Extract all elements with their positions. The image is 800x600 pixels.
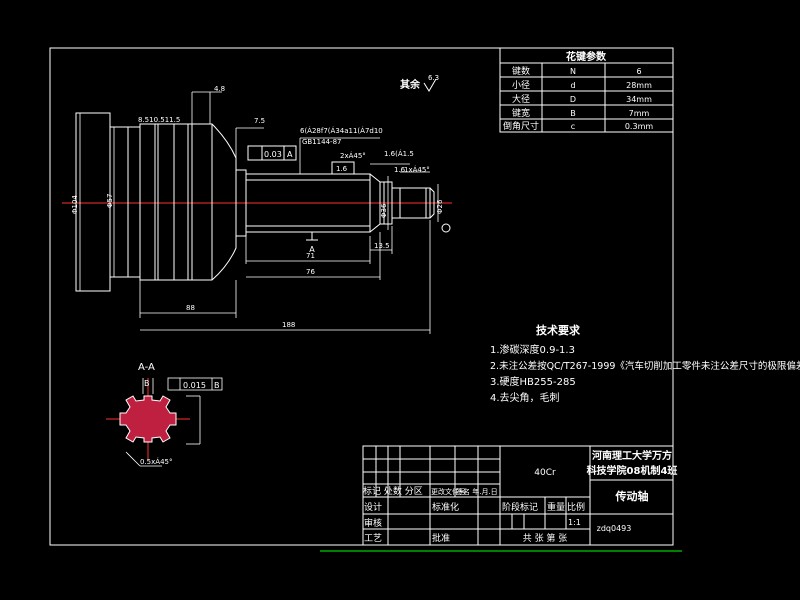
tech-req-item: 4.去尖角，毛刺 (490, 391, 560, 404)
datum-a-marker (306, 161, 451, 241)
reviewer-label: 审核 (364, 517, 382, 529)
section-dims (125, 377, 223, 467)
sheets-label: 共 张 第 张 (523, 532, 568, 544)
dim-13-5: 13.5 (374, 242, 390, 250)
approve-label: 批准 (432, 532, 450, 544)
tech-req-item: 3.硬度HB255-285 (490, 375, 576, 388)
section-tol-ref: B (214, 381, 220, 390)
dim-phi104: Φ104 (71, 195, 79, 214)
shaft-outline (75, 112, 435, 292)
datum-a-label: A (309, 245, 315, 254)
tolerance-value-main: 0.03 (264, 150, 282, 159)
dim-spline-code: 6(Á28f7(Á34a11(Á7d10 (300, 126, 383, 135)
dim-71: 71 (306, 252, 315, 260)
dim-1-6-b: 1.6(Á1.5 (384, 149, 414, 158)
stage-label: 阶段标记 (502, 501, 538, 513)
roughness-note: 其余 (400, 78, 421, 91)
param-name: 小径 (512, 79, 530, 91)
param-symbol: d (570, 81, 575, 90)
tolerance-frame-main (247, 145, 297, 161)
params-table-rows: 键数 N 6 小径 d 28mm 大径 D 34mm 键宽 B 7mm 倒角尺寸… (503, 65, 653, 132)
dim-ra-1-6-a: 1.6 (336, 165, 348, 173)
school-line2: 科技学院08机制4班 (587, 464, 678, 477)
param-symbol: N (570, 67, 576, 76)
param-value: 34mm (626, 95, 652, 104)
dim-phi57: Φ57 (106, 194, 114, 208)
param-name: 倒角尺寸 (503, 120, 539, 132)
sign-date-label: 签名 年.月.日 (456, 487, 498, 496)
title-block (362, 445, 674, 546)
section-chamfer: 0.5xÁ45° (140, 457, 172, 466)
dimension-texts: 4.8 7.5 Φ104 Φ57 8.510.511.5 6(Á28f7(Á34… (71, 85, 444, 329)
dim-88: 88 (186, 304, 195, 312)
param-value: 6 (636, 67, 641, 76)
dim-chamfer-a: 2xÁ45° (340, 151, 366, 160)
dim-chamfer-b: 1xÁ45° (404, 165, 430, 174)
param-symbol: c (571, 122, 575, 131)
dim-phi36: Φ36 (380, 203, 388, 218)
drawing-frame (49, 47, 674, 546)
tech-req-title: 技术要求 (536, 323, 581, 337)
row-labels: 标记 处数 分区 (363, 485, 423, 497)
section-tol-value: 0.015 (183, 381, 206, 390)
param-name: 键数 (512, 65, 530, 77)
param-symbol: D (570, 95, 576, 104)
dim-gb-standard: GB1144-87 (302, 138, 341, 146)
dim-phi26: Φ26 (436, 199, 444, 214)
param-value: 28mm (626, 81, 652, 90)
dim-spline-widths: 8.510.511.5 (138, 116, 180, 124)
param-name: 大径 (512, 93, 530, 105)
dim-76: 76 (306, 268, 315, 276)
dim-1-6-c: 1.6 (394, 166, 406, 174)
tolerance-ref-main: A (287, 150, 293, 159)
school-line1: 河南理工大学万方 (592, 449, 672, 462)
section-view (106, 378, 190, 460)
scale-label: 比例 (567, 501, 585, 513)
designer-label: 设计 (364, 501, 382, 513)
tech-req-item: 2.未注公差按QC/T267-1999《汽车切削加工零件未注公差尺寸的极限偏差》… (490, 360, 800, 372)
params-table (499, 47, 674, 133)
dim-4-8: 4.8 (214, 85, 225, 93)
part-name: 传动轴 (615, 489, 649, 503)
change-doc-label: 更改文件号 (431, 487, 466, 496)
process-label: 工艺 (364, 533, 382, 544)
roughness-symbol (423, 78, 437, 92)
param-value: 0.3mm (625, 122, 654, 131)
dim-188: 188 (282, 321, 295, 329)
standardize-label: 标准化 (432, 501, 459, 513)
material-label: 40Cr (534, 468, 556, 478)
roughness-value: 6.3 (428, 74, 439, 82)
section-label: A-A (138, 362, 155, 373)
scale-value: 1:1 (568, 518, 581, 527)
tech-req-item: 1.渗碳深度0.9-1.3 (490, 343, 575, 356)
dim-7-5: 7.5 (254, 117, 265, 125)
section-dim-b: B (144, 379, 150, 388)
params-table-title: 花键参数 (566, 50, 607, 63)
param-symbol: B (570, 109, 576, 118)
tech-req-list: 1.渗碳深度0.9-1.3 2.未注公差按QC/T267-1999《汽车切削加工… (490, 343, 800, 404)
param-name: 键宽 (512, 107, 530, 119)
title-block-texts: 40Cr 河南理工大学万方 科技学院08机制4班 传动轴 zdq0493 标记 … (363, 449, 677, 544)
dimension-lines (79, 91, 439, 334)
drawing-number: zdq0493 (597, 524, 632, 533)
weight-label: 重量 (547, 501, 565, 513)
spline-section-shape (119, 395, 177, 443)
param-value: 7mm (629, 109, 650, 118)
